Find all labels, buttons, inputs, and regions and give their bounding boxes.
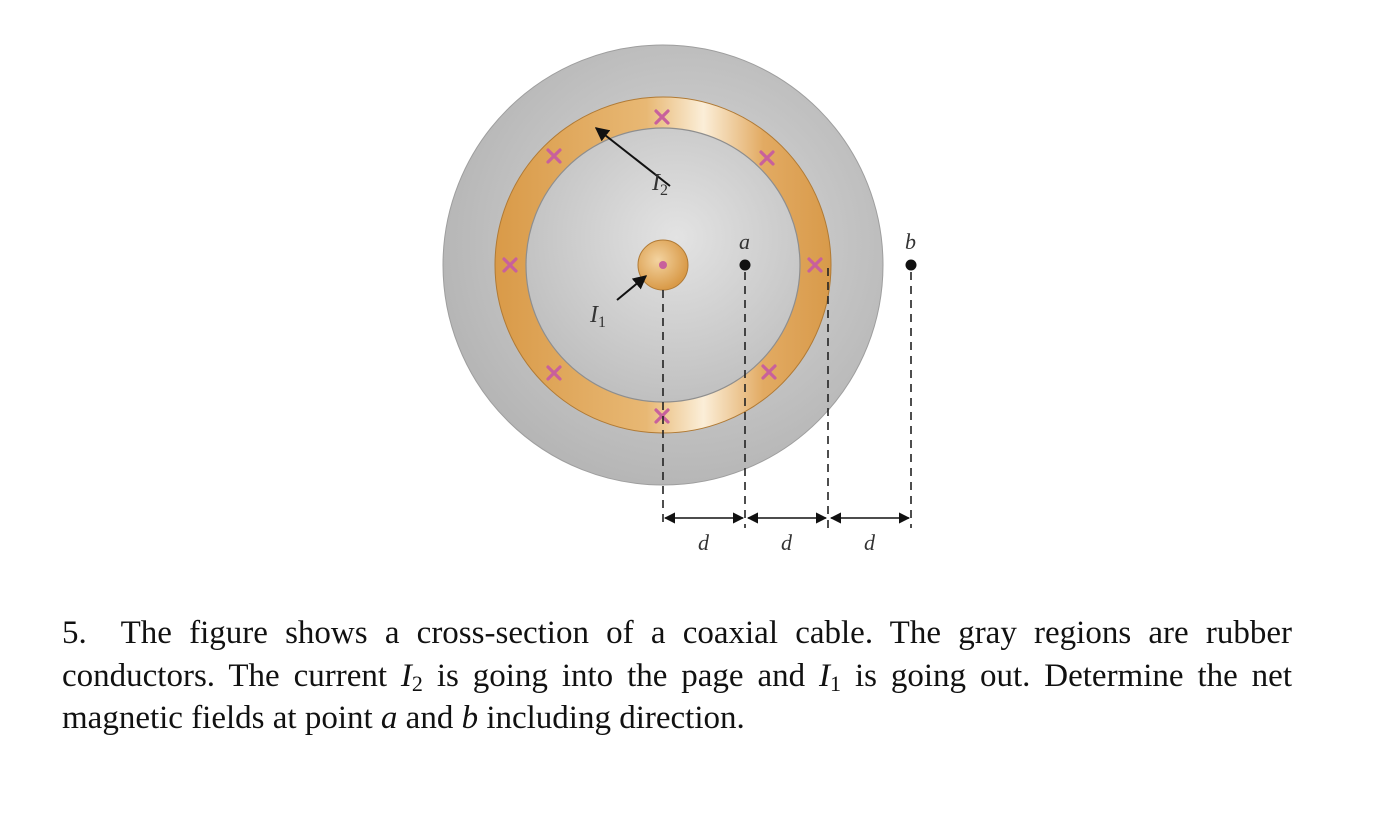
label-i2: I2: [651, 170, 668, 199]
coaxial-cable-figure: I2 I1 a b d d d: [442, 44, 917, 555]
label-point-b: b: [905, 229, 916, 254]
guide-lines: [662, 268, 912, 528]
cross-icon: [759, 150, 775, 166]
label-spacing-3: d: [864, 530, 876, 555]
label-i1: I1: [589, 302, 606, 331]
problem-statement: 5. The figure shows a cross-section of a…: [62, 615, 1293, 736]
cross-icon: [761, 364, 777, 380]
point-a-dot: [739, 259, 751, 271]
label-spacing-2: d: [781, 530, 793, 555]
cross-icon: [546, 365, 562, 381]
i2-radius-arrow: [594, 127, 671, 187]
label-spacing-1: d: [698, 530, 710, 555]
point-b-dot: [905, 259, 917, 271]
current-out-dot-icon: [659, 261, 667, 269]
cross-icon: [654, 109, 670, 125]
cross-icon: [654, 408, 670, 424]
label-point-a: a: [739, 229, 750, 254]
cross-icon: [546, 148, 562, 164]
cross-icon: [807, 257, 823, 273]
cross-icon: [502, 257, 518, 273]
problem-number: 5.: [62, 615, 87, 651]
i1-radius-arrow: [616, 275, 648, 301]
current-into-page-markers: [502, 109, 823, 424]
